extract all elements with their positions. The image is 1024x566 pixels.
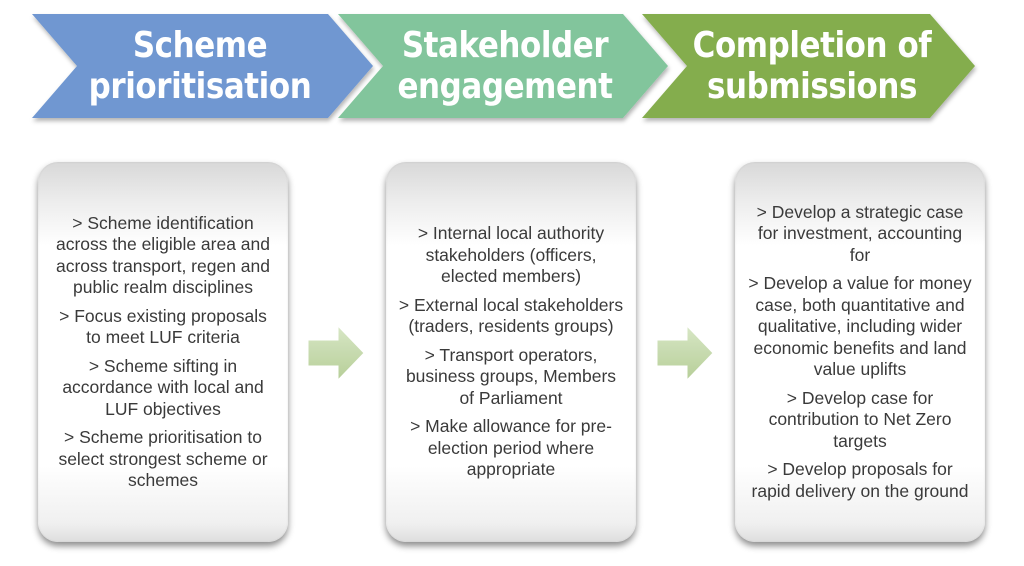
stage-1-item: > Focus existing proposals to meet LUF c… <box>59 305 267 348</box>
stage-3-item: > Develop case for contribution to Net Z… <box>768 387 952 451</box>
stage-3-item: > Develop proposals for rapid delivery o… <box>751 459 969 501</box>
stage-3-item: > Develop a strategic case for investmen… <box>756 201 964 265</box>
stage-1-item: > Scheme sifting in accordance with loca… <box>62 355 264 419</box>
stage-2-item: > External local stakeholders (traders, … <box>398 294 624 337</box>
stage-1-title-line2: prioritisation <box>88 66 312 107</box>
stage-1-item: > Scheme identification across the eligi… <box>55 212 271 298</box>
right-arrow-icon <box>307 324 365 382</box>
chevron-scheme-prioritisation <box>32 14 373 118</box>
stage-2-item: > Transport operators, business groups, … <box>405 344 617 408</box>
stage-2-list: > Internal local authority stakeholders … <box>398 223 624 481</box>
stage-3-title-line1: Completion of <box>692 25 932 66</box>
stage-1-item: > Scheme prioritisation to select strong… <box>58 427 268 490</box>
stage-1-list: > Scheme identification across the eligi… <box>50 213 276 492</box>
right-arrow-icon <box>656 324 714 382</box>
stage-2-item: > Internal local authority stakeholders … <box>417 223 605 287</box>
stage-3-list: > Develop a strategic case for investmen… <box>747 202 973 503</box>
chevron-completion-of-submissions <box>642 14 975 118</box>
stage-1-title-line1: Scheme <box>132 25 268 66</box>
stage-2-title-line2: engagement <box>397 66 613 107</box>
chevron-stakeholder-engagement <box>338 14 668 118</box>
stage-2-title-line1: Stakeholder <box>401 25 609 66</box>
stage-3-title-line2: submissions <box>706 66 917 107</box>
stage-1-card: > Scheme identification across the eligi… <box>38 162 288 542</box>
stage-3-card: > Develop a strategic case for investmen… <box>735 162 985 542</box>
stage-2-item: > Make allowance for pre-election period… <box>410 416 612 480</box>
stage-3-item: > Develop a value for money case, both q… <box>748 273 972 380</box>
process-chevrons <box>32 14 975 118</box>
stage-2-card: > Internal local authority stakeholders … <box>386 162 636 542</box>
